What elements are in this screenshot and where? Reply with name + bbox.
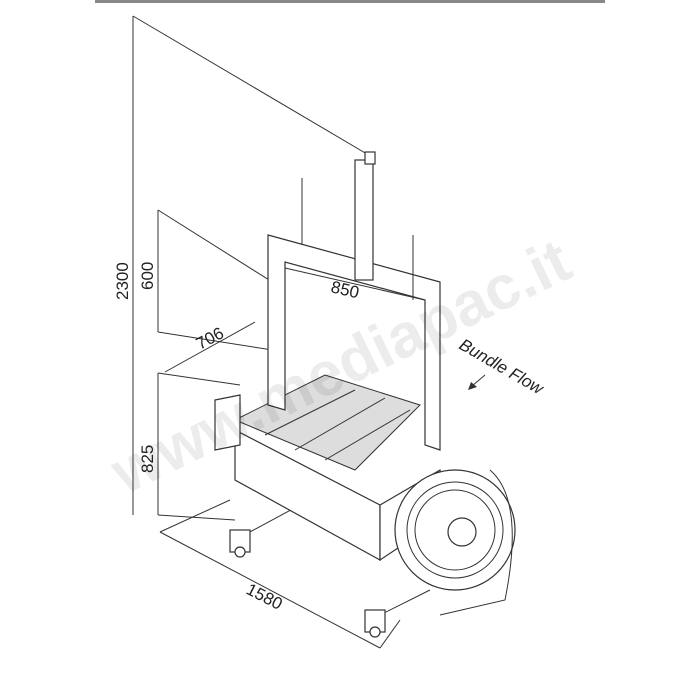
dim-825: 825 [138, 445, 157, 473]
dim-706: 706 [193, 323, 227, 353]
cylinder [354, 159, 374, 281]
bundle-flow-label: Bundle Flow [456, 335, 548, 399]
dim-1580: 1580 [243, 580, 285, 614]
flow-arrow-icon [468, 374, 486, 390]
dim-2300: 2300 [113, 262, 132, 300]
machine [214, 151, 516, 638]
dimension-lines [132, 15, 426, 649]
dim-600: 600 [138, 262, 157, 290]
arch-frame [267, 234, 441, 451]
top-border [95, 0, 605, 3]
